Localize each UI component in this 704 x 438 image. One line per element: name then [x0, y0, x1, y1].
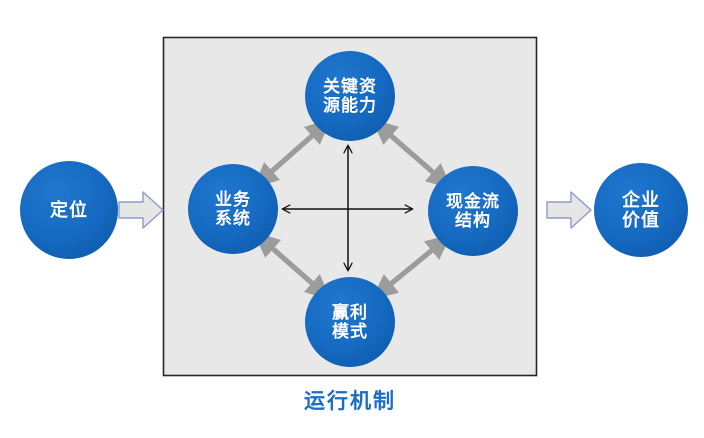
connector-cashflow-profit [371, 234, 452, 300]
node-profit-model[interactable] [305, 277, 395, 367]
chevron-output-icon [546, 191, 592, 229]
node-key-resource-capability[interactable] [305, 51, 395, 141]
node-positioning[interactable] [20, 161, 118, 259]
node-cash-flow-structure[interactable] [428, 166, 518, 256]
connector-business-profit [253, 231, 332, 301]
panel-caption: 运行机制 [304, 390, 396, 413]
node-enterprise-value[interactable] [594, 163, 688, 257]
connector-resource-cashflow [371, 118, 453, 190]
node-business-system[interactable] [188, 164, 278, 254]
chevron-input-icon [118, 191, 164, 229]
connector-resource-business [252, 118, 332, 189]
